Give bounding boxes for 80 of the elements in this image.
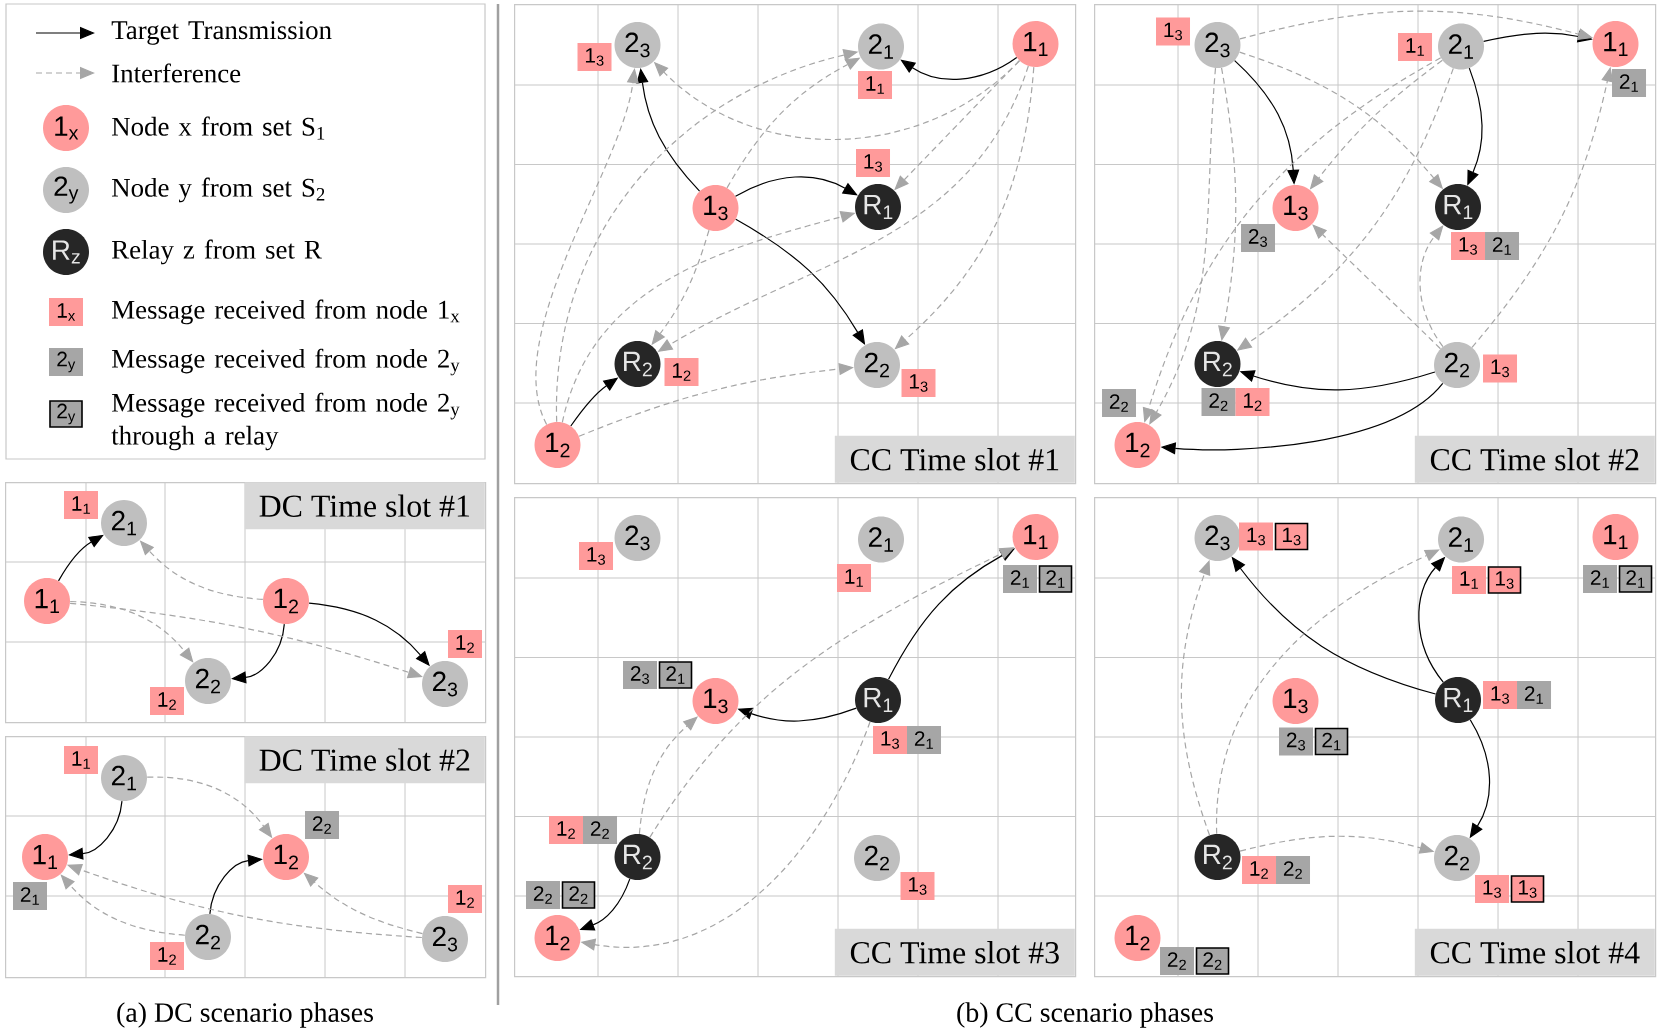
relayed-message-tag: 2$_{y}$ [49,400,83,428]
message-tag: 1$_{3}$ [901,369,936,397]
message-tag: 2$_{3}$ [1279,727,1313,756]
message-tag: 1$_{1}$ [64,491,98,519]
panel-title: DC Time slot #1 [244,482,485,530]
panel-title: DC Time slot #2 [244,736,485,784]
message-tag: 2$_{1}$ [1003,565,1037,593]
relayed-message-tag: 1$_{3}$ [1274,522,1309,551]
message-tag: 2$_{2}$ [1276,856,1310,884]
message-tag: 1$_{2}$ [150,942,184,970]
relayed-message-tag: 2$_{1}$ [1618,565,1653,593]
message-tag: 1$_{1}$ [64,746,98,774]
message-tag: 2$_{1}$ [1583,565,1617,593]
arrow [900,57,1018,80]
panel-title: CC Time slot #4 [1414,928,1655,976]
relayed-message-tag: 1$_{3}$ [1510,875,1545,903]
message-tag: 1$_{2}$ [549,816,583,844]
message-tag: 2$_{2}$ [305,811,339,839]
panel-title: CC Time slot #3 [834,928,1075,976]
panel-title: CC Time slot #1 [834,435,1075,483]
message-tag: 1$_{1}$ [1398,33,1432,61]
message-tag: 1$_{2}$ [448,630,482,658]
message-tag: 1$_{3}$ [1451,232,1485,260]
message-tag: 1$_{3}$ [856,149,890,177]
message-tag: 1$_{3}$ [1483,681,1517,709]
message-tag: 1$_{2}$ [664,358,699,386]
relayed-message-tag: 2$_{2}$ [1195,947,1230,975]
message-tag: 2$_{1}$ [1517,681,1551,709]
message-tag: 2$_{3}$ [623,661,657,689]
panel-title: CC Time slot #2 [1414,435,1655,483]
dashed-arrow [1419,225,1444,348]
message-tag: 1$_{2}$ [1235,388,1270,416]
caption: (b) CC scenario phases [957,1002,1213,1028]
message-tag: 2$_{2}$ [1201,388,1236,416]
dashed-arrow [1312,224,1442,350]
legend-label: Relay z from set R [112,239,322,265]
dashed-arrow [1149,67,1217,425]
message-tag: 1$_{2}$ [150,687,184,715]
message-tag: 2$_{3}$ [1241,224,1275,252]
message-tag: 2$_{1}$ [1485,232,1519,260]
dashed-arrow [69,600,194,663]
relayed-message-tag: 2$_{2}$ [561,881,596,909]
message-tag: 1$_{3}$ [577,43,612,71]
legend-label: Node x from set S$_{1}$ [112,116,325,140]
message-tag: 2$_{2}$ [1160,947,1194,975]
message-tag: 1$_{1}$ [858,71,892,99]
legend-label: Message received from node 1$_{x}$ [112,299,460,325]
legend-label: Message received from node 2$_{y}$ through a relay [111,392,460,451]
message-tag: 1$_{3}$ [579,542,613,570]
message-tag: 2$_{1}$ [907,726,941,754]
dashed-arrow [1216,549,1440,835]
message-tag: 1$_{3}$ [1239,522,1273,551]
relayed-message-tag: 2$_{1}$ [658,661,693,689]
legend-label: Interference [112,63,241,83]
message-tag: 1$_{3}$ [1156,17,1190,46]
arrow [57,534,104,582]
message-tag: 1$_{2}$ [1242,856,1276,884]
message-tag: 1$_{3}$ [900,872,935,900]
message-tag: 1$_{1}$ [1452,566,1486,594]
arrow [734,176,858,197]
message-tag: 1$_{1}$ [837,564,871,592]
message-tag: 2$_{2}$ [526,881,560,909]
caption: (a) DC scenario phases [117,1002,373,1028]
dashed-arrow [60,874,186,936]
relayed-message-tag: 1$_{3}$ [1487,566,1522,594]
message-tag: 1$_{3}$ [1483,354,1517,383]
message-tag: 1$_{3}$ [873,726,907,754]
message-tag: 2$_{2}$ [1102,389,1136,417]
legend-label: Node y from set S$_{2}$ [112,177,325,203]
legend-label: Message received from node 2$_{y}$ [112,348,460,376]
message-tag: 2$_{2}$ [583,816,617,844]
message-tag: 1$_{x}$ [49,298,83,326]
message-tag: 1$_{2}$ [448,885,482,913]
message-tag: 2$_{y}$ [49,348,83,376]
legend-label: Target Transmission [111,21,332,45]
dashed-arrow [894,66,1035,350]
message-tag: 2$_{1}$ [13,882,47,910]
relayed-message-tag: 2$_{1}$ [1314,727,1349,756]
relayed-message-tag: 2$_{1}$ [1038,565,1073,593]
message-tag: 1$_{3}$ [1475,875,1509,903]
